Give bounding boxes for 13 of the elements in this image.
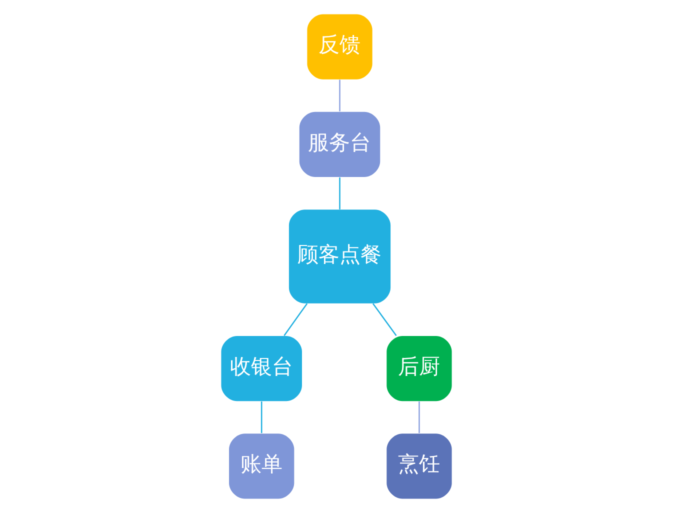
- node-box: 顾客点餐: [288, 210, 391, 304]
- connector: [418, 402, 420, 434]
- node-box: 服务台: [299, 112, 380, 178]
- connector: [284, 303, 308, 336]
- node-box: 收银台: [221, 336, 302, 402]
- connector: [339, 80, 340, 112]
- node-box: 烹饪: [386, 434, 452, 499]
- connector: [339, 177, 340, 210]
- node-box: 后厨: [386, 336, 452, 402]
- connector: [372, 303, 397, 336]
- node-box: 反馈: [307, 14, 372, 80]
- connector: [260, 402, 262, 434]
- node-box: 账单: [229, 434, 294, 499]
